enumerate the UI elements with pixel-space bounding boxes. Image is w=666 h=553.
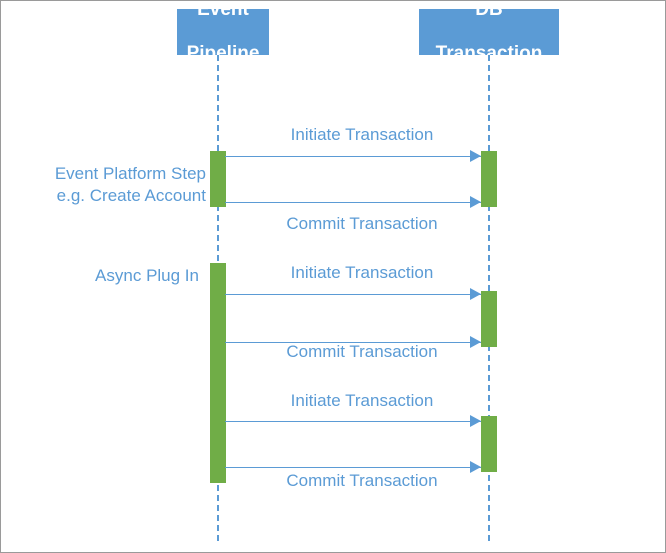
message-line-2: [225, 202, 481, 203]
participant-event-pipeline[interactable]: Event Pipeline: [177, 1, 269, 64]
message-line-1: [225, 156, 481, 157]
message-label-4: Commit Transaction: [286, 342, 438, 361]
message-label-2: Commit Transaction: [286, 214, 438, 233]
message-label-3: Initiate Transaction: [290, 263, 434, 282]
message-line-6: [225, 467, 481, 468]
message-label-5: Initiate Transaction: [290, 391, 434, 410]
participant-db-transaction-label: DB Transaction: [423, 0, 555, 65]
message-arrowhead-5: [470, 415, 481, 427]
participant-db-transaction[interactable]: DB Transaction: [419, 1, 559, 64]
activation-db-transaction-1: [481, 151, 497, 207]
side-label-event-platform-step-line1: Event Platform Step: [54, 164, 206, 183]
message-line-5: [225, 421, 481, 422]
participant-event-pipeline-line2: Pipeline: [186, 43, 260, 64]
participant-event-pipeline-label: Event Pipeline: [181, 0, 265, 65]
activation-event-pipeline-2: [210, 263, 226, 483]
participant-event-pipeline-line1: Event: [197, 0, 249, 20]
message-line-4: [225, 342, 481, 343]
activation-db-transaction-3: [481, 416, 497, 472]
participant-db-transaction-line2: Transaction: [435, 43, 543, 64]
message-arrowhead-6: [470, 461, 481, 473]
side-label-event-platform-step: Event Platform Step e.g. Create Account: [1, 163, 206, 207]
message-label-6: Commit Transaction: [286, 471, 438, 490]
message-arrowhead-3: [470, 288, 481, 300]
message-arrowhead-4: [470, 336, 481, 348]
side-label-async-plug-in-line1: Async Plug In: [95, 266, 199, 285]
message-label-1: Initiate Transaction: [290, 125, 434, 144]
activation-event-pipeline-1: [210, 151, 226, 207]
message-arrowhead-2: [470, 196, 481, 208]
message-line-3: [225, 294, 481, 295]
participant-db-transaction-line1: DB: [475, 0, 503, 20]
message-arrowhead-1: [470, 150, 481, 162]
side-label-async-plug-in: Async Plug In: [1, 265, 199, 287]
side-label-event-platform-step-line2: e.g. Create Account: [56, 186, 206, 205]
activation-db-transaction-2: [481, 291, 497, 347]
